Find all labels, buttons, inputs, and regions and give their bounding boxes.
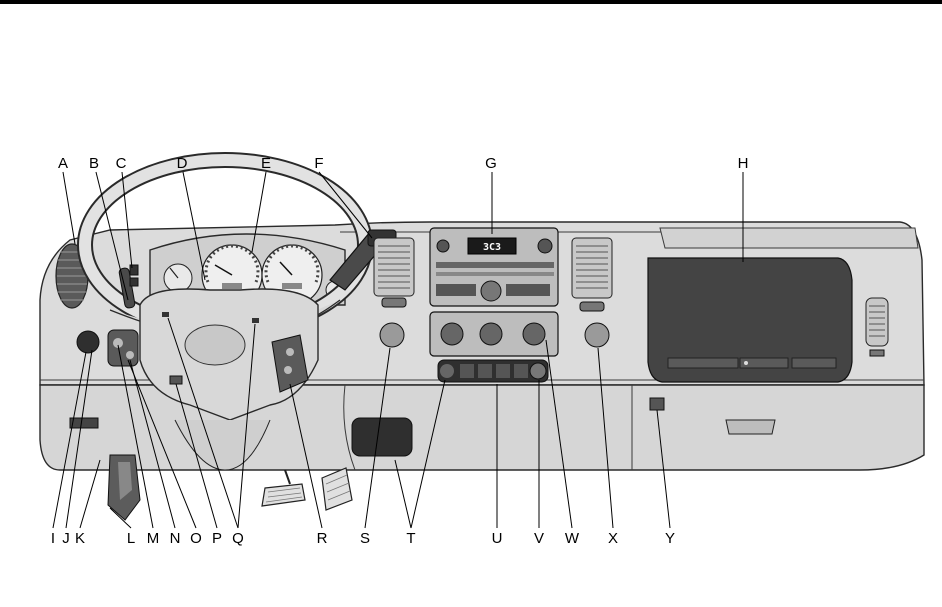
airbag-status-indicator bbox=[650, 398, 664, 410]
callout-f: F bbox=[314, 155, 323, 172]
callout-h: H bbox=[738, 155, 749, 172]
callout-b: B bbox=[89, 155, 99, 172]
callout-t: T bbox=[406, 530, 415, 547]
callout-s: S bbox=[360, 530, 370, 547]
callout-o: O bbox=[190, 530, 202, 547]
callout-j: J bbox=[62, 530, 70, 547]
callout-w: W bbox=[565, 530, 580, 547]
lower-storage-bin bbox=[352, 418, 412, 456]
climate-controls bbox=[430, 312, 558, 356]
callout-g: G bbox=[485, 155, 497, 172]
callout-y: Y bbox=[665, 530, 675, 547]
callout-u: U bbox=[492, 530, 503, 547]
headlamp-knob bbox=[77, 331, 99, 353]
radio-display-text: 3C3 bbox=[483, 242, 501, 253]
callout-m: M bbox=[147, 530, 160, 547]
callout-a: A bbox=[58, 155, 68, 172]
callout-c: C bbox=[116, 155, 127, 172]
switch-bank bbox=[438, 360, 548, 382]
callout-k: K bbox=[75, 530, 85, 547]
callout-x: X bbox=[608, 530, 618, 547]
callout-v: V bbox=[534, 530, 544, 547]
callout-n: N bbox=[170, 530, 181, 547]
power-outlet bbox=[585, 323, 609, 347]
audio-system bbox=[430, 228, 558, 306]
callout-p: P bbox=[212, 530, 222, 547]
bottom-callouts: I J K L M N O P Q R S T U V W X Y bbox=[51, 530, 675, 547]
upper-glove-box bbox=[648, 258, 852, 382]
callout-r: R bbox=[317, 530, 328, 547]
left-panel-button bbox=[70, 418, 98, 428]
brake-pedal bbox=[262, 470, 305, 506]
callout-d: D bbox=[177, 155, 188, 172]
accelerator-pedal bbox=[322, 468, 352, 510]
callout-e: E bbox=[261, 155, 271, 172]
callout-q: Q bbox=[232, 530, 244, 547]
callout-l: L bbox=[127, 530, 135, 547]
four-wheel-drive-knob bbox=[380, 323, 404, 347]
lower-glove-box-handle bbox=[726, 420, 775, 434]
callout-i: I bbox=[51, 530, 55, 547]
